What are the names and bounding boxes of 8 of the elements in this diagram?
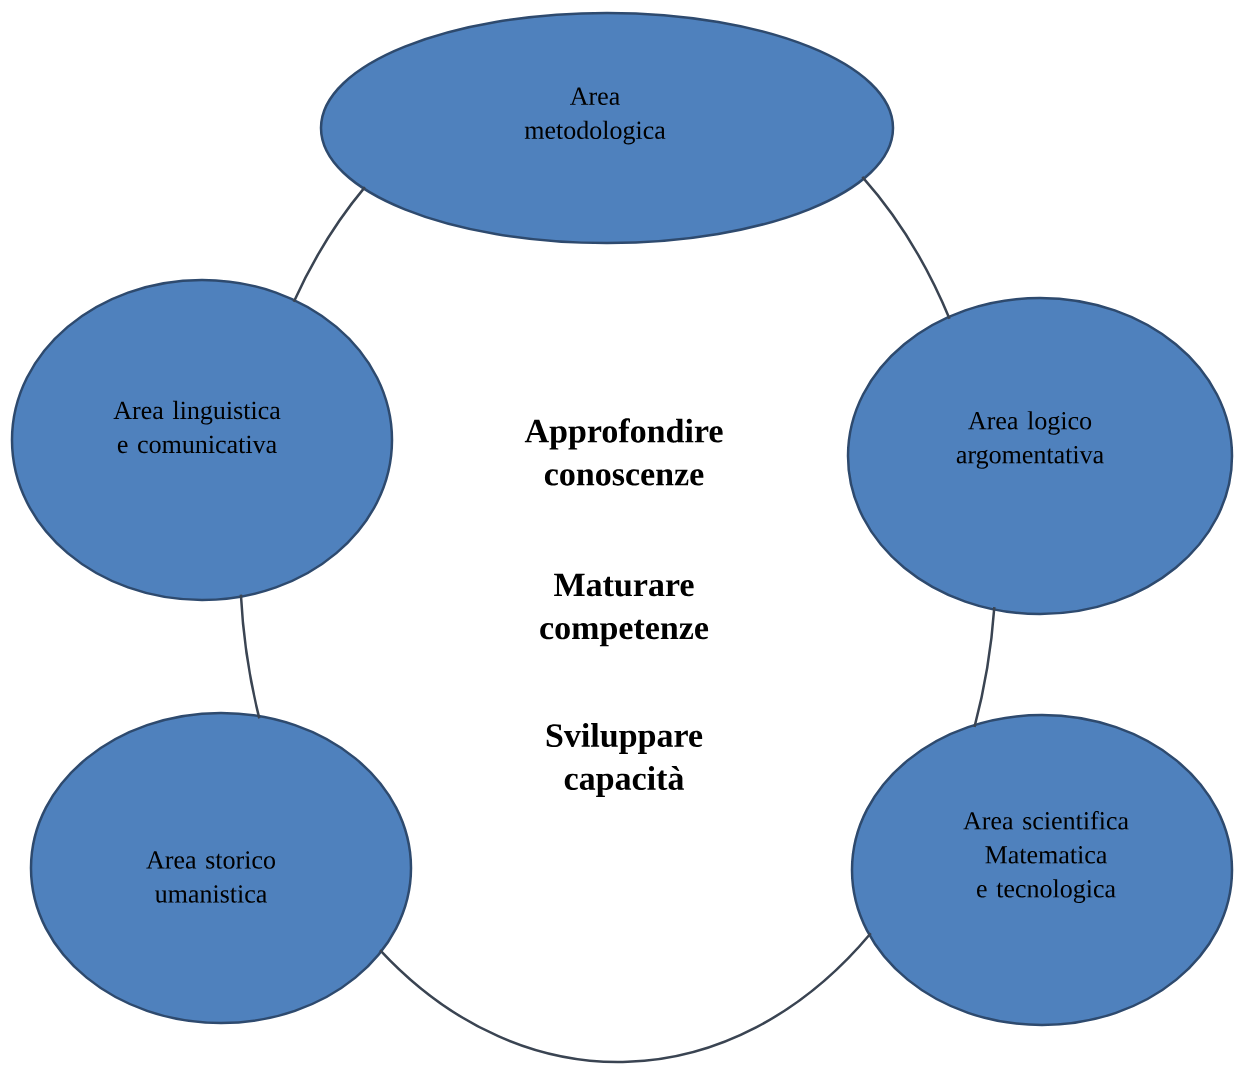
center-text: Approfondire conoscenze [524, 418, 723, 486]
center-text: Sviluppare capacità [546, 723, 703, 797]
connector-arc [379, 932, 872, 1063]
connector-arc [239, 594, 261, 719]
connector-arc [292, 186, 366, 303]
connector-arc [973, 607, 996, 728]
connector-arc [861, 176, 951, 320]
center-text: Maturare competenze [540, 573, 709, 647]
